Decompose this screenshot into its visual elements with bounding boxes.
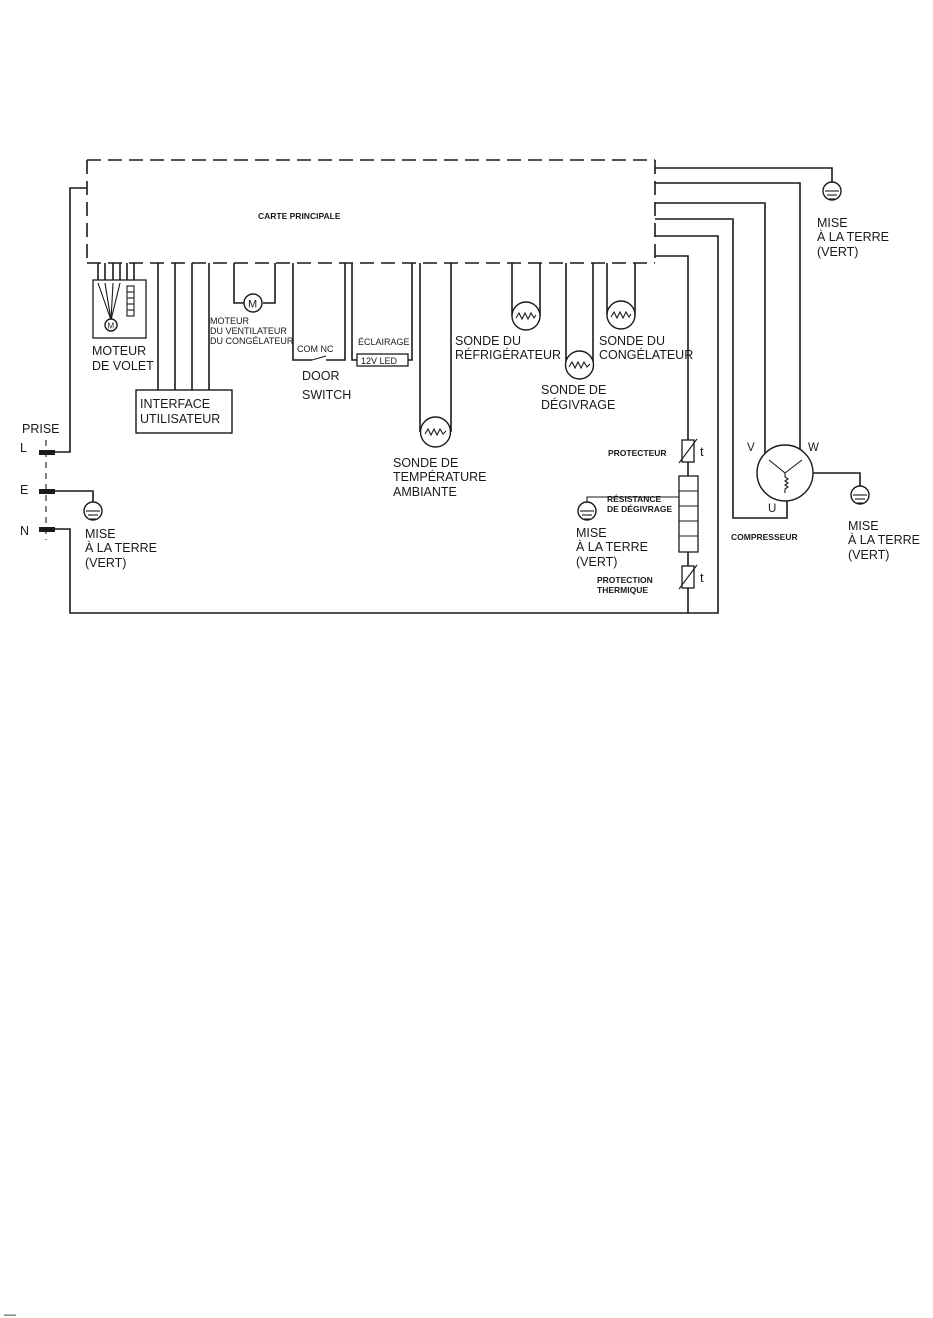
plug-pin-e: E (20, 483, 28, 497)
fan-motor-line2: DU VENTILATEUR (210, 326, 287, 336)
user-interface-line2: UTILISATEUR (140, 412, 220, 426)
door-switch-line2: SWITCH (302, 388, 351, 402)
damper-motor-line1: MOTEUR (92, 344, 146, 358)
led-label: 12V LED (361, 356, 398, 366)
earth-left-line2: À LA TERRE (85, 540, 157, 555)
freezer-sensor: SONDE DU CONGÉLATEUR (599, 263, 693, 362)
lighting-label: ÉCLAIRAGE (358, 337, 410, 347)
thermal-protection-line1: PROTECTION (597, 575, 653, 585)
defrost-heater-chain: t PROTECTEUR RÉSISTANCE DE DÉGIVRAGE t P… (597, 255, 704, 613)
fridge-sensor: SONDE DU RÉFRIGÉRATEUR (455, 263, 561, 362)
fridge-sensor-line1: SONDE DU (455, 334, 521, 348)
earth-left-line3: (VERT) (85, 556, 126, 570)
freezer-sensor-line2: CONGÉLATEUR (599, 347, 693, 362)
heater-line2: DE DÉGIVRAGE (607, 504, 673, 514)
user-interface-line1: INTERFACE (140, 397, 210, 411)
compressor: V W U COMPRESSEUR (655, 182, 861, 542)
protector-label: PROTECTEUR (608, 448, 667, 458)
earth-middle-line3: (VERT) (576, 555, 617, 569)
fan-motor-line1: MOTEUR (210, 316, 249, 326)
fan-motor-line3: DU CONGÉLATEUR (210, 336, 294, 346)
thermal-protection-symbol: t (700, 570, 704, 585)
damper-motor: M MOTEUR DE VOLET (92, 263, 154, 373)
plug-title: PRISE (22, 422, 60, 436)
earth-compressor-line1: MISE (848, 519, 879, 533)
terminal-v: V (747, 442, 755, 454)
earth-compressor-line2: À LA TERRE (848, 532, 920, 547)
door-switch: COM NC DOOR SWITCH (292, 263, 351, 402)
earth-top-line3: (VERT) (817, 245, 858, 259)
ambient-sensor-line3: AMBIANTE (393, 485, 457, 499)
main-board: CARTE PRINCIPALE (86, 159, 656, 264)
defrost-sensor: SONDE DE DÉGIVRAGE (541, 263, 615, 412)
heater-line1: RÉSISTANCE (607, 494, 661, 504)
user-interface: INTERFACE UTILISATEUR (135, 263, 233, 434)
freezer-sensor-line1: SONDE DU (599, 334, 665, 348)
footer-mark: — (4, 1307, 16, 1318)
earth-top-line1: MISE (817, 216, 848, 230)
freezer-fan-motor: M MOTEUR DU VENTILATEUR DU CONGÉLATEUR (210, 263, 294, 346)
door-switch-line1: DOOR (302, 369, 340, 383)
plug-pin-n: N (20, 524, 29, 538)
door-switch-contacts: COM NC (297, 344, 334, 354)
terminal-w: W (808, 442, 819, 454)
lighting: 12V LED ÉCLAIRAGE (351, 263, 413, 367)
main-board-label: CARTE PRINCIPALE (258, 211, 341, 221)
protector-symbol: t (700, 444, 704, 459)
ambient-sensor: SONDE DE TEMPÉRATURE AMBIANTE (393, 263, 487, 499)
earth-left-line1: MISE (85, 527, 116, 541)
compressor-label: COMPRESSEUR (731, 532, 798, 542)
defrost-sensor-line1: SONDE DE (541, 383, 606, 397)
plug-pin-l: L (20, 441, 27, 455)
earth-symbol-compressor: MISE À LA TERRE (VERT) (848, 485, 920, 562)
damper-motor-line2: DE VOLET (92, 359, 154, 373)
earth-middle-line2: À LA TERRE (576, 539, 648, 554)
terminal-u: U (768, 503, 776, 515)
earth-top-line2: À LA TERRE (817, 229, 889, 244)
earth-symbol-left: MISE À LA TERRE (VERT) (83, 501, 157, 570)
ambient-sensor-line2: TEMPÉRATURE (393, 469, 487, 484)
earth-symbol-middle: MISE À LA TERRE (VERT) (576, 496, 679, 569)
fan-motor-symbol: M (248, 299, 257, 311)
fridge-sensor-line2: RÉFRIGÉRATEUR (455, 347, 561, 362)
thermal-protection-line2: THERMIQUE (597, 585, 648, 595)
earth-compressor-line3: (VERT) (848, 548, 889, 562)
defrost-sensor-line2: DÉGIVRAGE (541, 397, 615, 412)
earth-symbol-top-right: MISE À LA TERRE (VERT) (655, 167, 889, 259)
earth-middle-line1: MISE (576, 526, 607, 540)
ambient-sensor-line1: SONDE DE (393, 456, 458, 470)
damper-motor-symbol: M (108, 322, 115, 331)
power-plug: PRISE L E N (20, 187, 719, 614)
